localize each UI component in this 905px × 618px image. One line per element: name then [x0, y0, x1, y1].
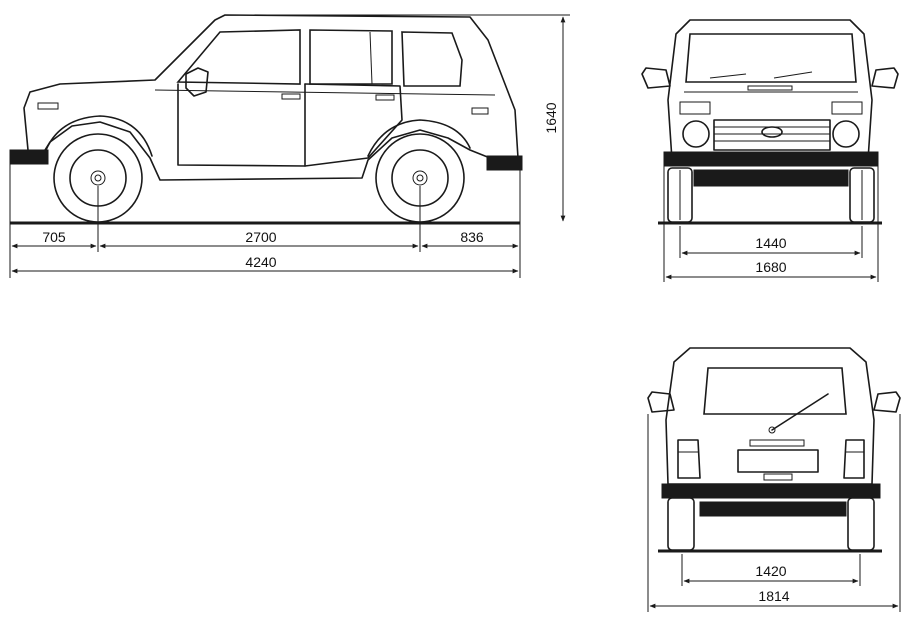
front-left-headlight: [682, 120, 710, 148]
rear-bumper: [661, 483, 881, 499]
rear-wiper: [771, 393, 829, 431]
side-rear-door: [304, 83, 403, 167]
rear-plate-area: [737, 449, 819, 473]
front-under-shadow: [693, 169, 849, 187]
side-rear-arch: [367, 119, 471, 157]
side-rear-bumper: [486, 155, 523, 171]
side-middle-window: [309, 29, 393, 85]
rear-right-wheel: [847, 497, 875, 551]
front-bumper: [663, 151, 879, 167]
side-rear-door-handle: [375, 94, 395, 101]
front-left-indicator: [679, 101, 711, 115]
rear-left-taillight: [677, 439, 701, 479]
rear-body-outline: [665, 347, 875, 485]
front-right-indicator: [831, 101, 863, 115]
front-wiper-right: [773, 71, 813, 79]
front-view: 1440 1680: [641, 19, 899, 282]
side-front-arch: [45, 115, 153, 157]
side-mirror: [185, 67, 209, 97]
dim-overall-height: 1640: [543, 102, 559, 133]
dim-width-with-mirrors: 1814: [758, 588, 789, 604]
side-body-outline: [23, 14, 519, 181]
dim-rear-track: 1420: [755, 563, 786, 579]
rear-view: 1420 1814: [647, 347, 901, 612]
dim-front-overhang: 705: [42, 229, 66, 245]
rear-handle: [763, 473, 793, 481]
side-front-bumper: [9, 149, 49, 165]
front-windshield: [685, 33, 857, 83]
front-right-headlight: [832, 120, 860, 148]
dim-front-track: 1440: [755, 235, 786, 251]
side-windshield-window: [176, 29, 301, 85]
rear-window: [703, 367, 847, 415]
front-hood-vent: [747, 85, 793, 91]
rear-left-mirror: [647, 391, 675, 413]
side-window-divider: [369, 31, 373, 85]
dim-overall-width: 1680: [755, 259, 786, 275]
front-grille: [713, 119, 831, 151]
rear-under-shadow: [699, 501, 847, 517]
front-body-outline: [667, 19, 873, 161]
front-left-mirror: [641, 67, 671, 89]
rear-wiper-pivot: [768, 426, 776, 434]
front-right-mirror: [871, 67, 899, 89]
side-headlight: [37, 102, 59, 110]
dim-wheelbase: 2700: [245, 229, 276, 245]
rear-right-taillight: [843, 439, 865, 479]
front-wiper-left: [709, 73, 747, 79]
side-rear-window: [401, 31, 463, 87]
side-badge: [471, 107, 489, 115]
rear-right-mirror: [873, 391, 901, 413]
front-left-wheel: [667, 167, 693, 223]
rear-left-wheel: [667, 497, 695, 551]
front-grille-emblem: [761, 126, 783, 138]
front-right-wheel: [849, 167, 875, 223]
side-front-door: [177, 83, 306, 167]
side-front-door-handle: [281, 93, 301, 100]
side-beltline: [154, 89, 496, 96]
side-view: 705 2700 836 4240 1640: [9, 14, 570, 278]
dim-rear-overhang: 836: [460, 229, 484, 245]
dim-overall-length: 4240: [245, 254, 276, 270]
rear-badge: [749, 439, 805, 447]
